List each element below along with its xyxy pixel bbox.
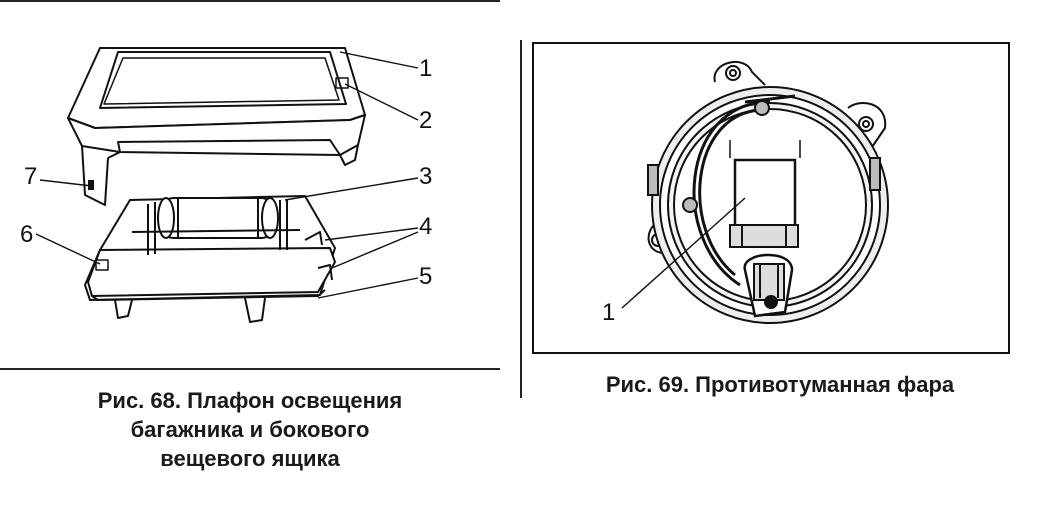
callout-6: 6 [20, 221, 33, 248]
callout-3: 3 [419, 163, 432, 190]
top-rule-left [0, 0, 500, 2]
figure-68-leaders [35, 51, 419, 299]
caption-69-line-1: Рис. 69. Противотуманная фара [605, 372, 955, 397]
column-divider [520, 40, 522, 398]
callout-4: 4 [419, 213, 432, 240]
figure-69-foglamp-drawing: 1 [532, 42, 1010, 354]
lamp-cover [67, 47, 366, 206]
caption-68-line-2: багажника и бокового [130, 417, 370, 442]
figure-68-lamp-drawing: 1 2 3 4 5 6 7 [20, 47, 432, 323]
figure-68-caption: Рис. 68. Плафон освещения багажника и бо… [0, 386, 500, 473]
callout-2: 2 [419, 107, 432, 134]
caption-68-line-1: Рис. 68. Плафон освещения [97, 388, 403, 413]
callout-7: 7 [24, 163, 37, 190]
callout-1-foglamp: 1 [602, 299, 615, 326]
bottom-rule-left [0, 368, 500, 370]
figure-69-caption: Рис. 69. Противотуманная фара [540, 370, 1020, 399]
callout-5: 5 [419, 263, 432, 290]
caption-68-line-3: вещевого ящика [160, 446, 340, 471]
foglamp-body [647, 61, 889, 324]
callout-1: 1 [419, 55, 432, 82]
lamp-bulb-assembly [131, 197, 301, 255]
figure-69-leader [621, 197, 746, 309]
